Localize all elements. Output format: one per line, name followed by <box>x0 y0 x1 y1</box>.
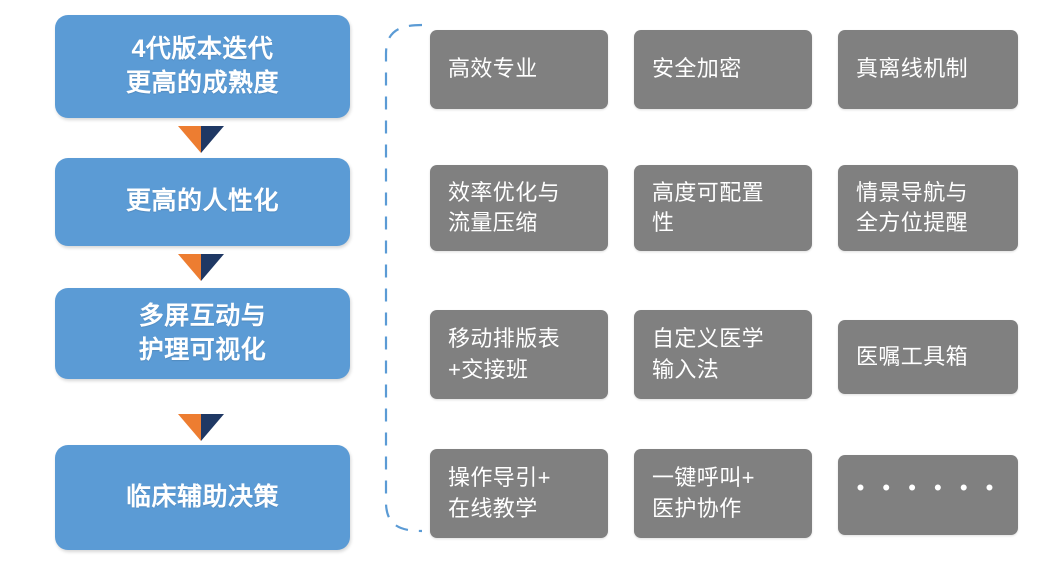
ellipsis-dots-icon: • • • • • • <box>856 474 1000 500</box>
flow-step-4-label: 临床辅助决策 <box>125 482 279 511</box>
feature-tile[interactable]: 真离线机制 <box>838 30 1018 109</box>
dashed-brace-icon <box>378 22 424 534</box>
flow-step-1[interactable]: 4代版本迭代 更高的成熟度 <box>55 15 350 118</box>
feature-tile-label: 高效专业 <box>448 56 538 82</box>
feature-tile-label: 一键呼叫+ 医护协作 <box>652 465 755 521</box>
feature-tile-label: 情景导航与 全方位提醒 <box>856 179 969 235</box>
flow-column: 4代版本迭代 更高的成熟度 更高的人性化 多屏互动与 护理可视化 <box>0 0 375 565</box>
feature-tile[interactable]: 自定义医学 输入法 <box>634 310 812 399</box>
feature-tile-label: 自定义医学 输入法 <box>652 326 765 382</box>
feature-grid: 高效专业 安全加密 真离线机制 效率优化与 流量压缩 高度可配置 性 情景导航与… <box>430 0 1038 565</box>
feature-tile-label: 医嘱工具箱 <box>856 343 969 369</box>
flow-step-2[interactable]: 更高的人性化 <box>55 158 350 246</box>
feature-tile-label: 高度可配置 性 <box>652 179 765 235</box>
chevron-arrow-2-icon <box>178 252 224 282</box>
flow-step-2-label: 更高的人性化 <box>125 187 279 216</box>
flow-step-3[interactable]: 多屏互动与 护理可视化 <box>55 288 350 379</box>
feature-tile[interactable]: 一键呼叫+ 医护协作 <box>634 449 812 538</box>
feature-tile[interactable]: 移动排版表 +交接班 <box>430 310 608 399</box>
feature-tile[interactable]: 效率优化与 流量压缩 <box>430 165 608 251</box>
chevron-arrow-1-icon <box>178 124 224 154</box>
feature-tile-ellipsis[interactable]: • • • • • • <box>838 455 1018 535</box>
feature-tile[interactable]: 医嘱工具箱 <box>838 320 1018 394</box>
feature-tile[interactable]: 情景导航与 全方位提醒 <box>838 165 1018 251</box>
feature-tile[interactable]: 高效专业 <box>430 30 608 109</box>
flow-step-3-label: 多屏互动与 护理可视化 <box>138 302 267 364</box>
chevron-arrow-3-icon <box>178 412 224 442</box>
feature-tile-label: 操作导引+ 在线教学 <box>448 465 551 521</box>
feature-tile-label: 效率优化与 流量压缩 <box>448 179 561 235</box>
feature-tile-label: 真离线机制 <box>856 56 969 82</box>
feature-tile[interactable]: 高度可配置 性 <box>634 165 812 251</box>
feature-tile[interactable]: 安全加密 <box>634 30 812 109</box>
feature-tile-label: 安全加密 <box>652 56 742 82</box>
flow-step-4[interactable]: 临床辅助决策 <box>55 445 350 550</box>
feature-tile[interactable]: 操作导引+ 在线教学 <box>430 449 608 538</box>
feature-tile-label: 移动排版表 +交接班 <box>448 326 561 382</box>
flow-step-1-label: 4代版本迭代 更高的成熟度 <box>125 35 279 97</box>
